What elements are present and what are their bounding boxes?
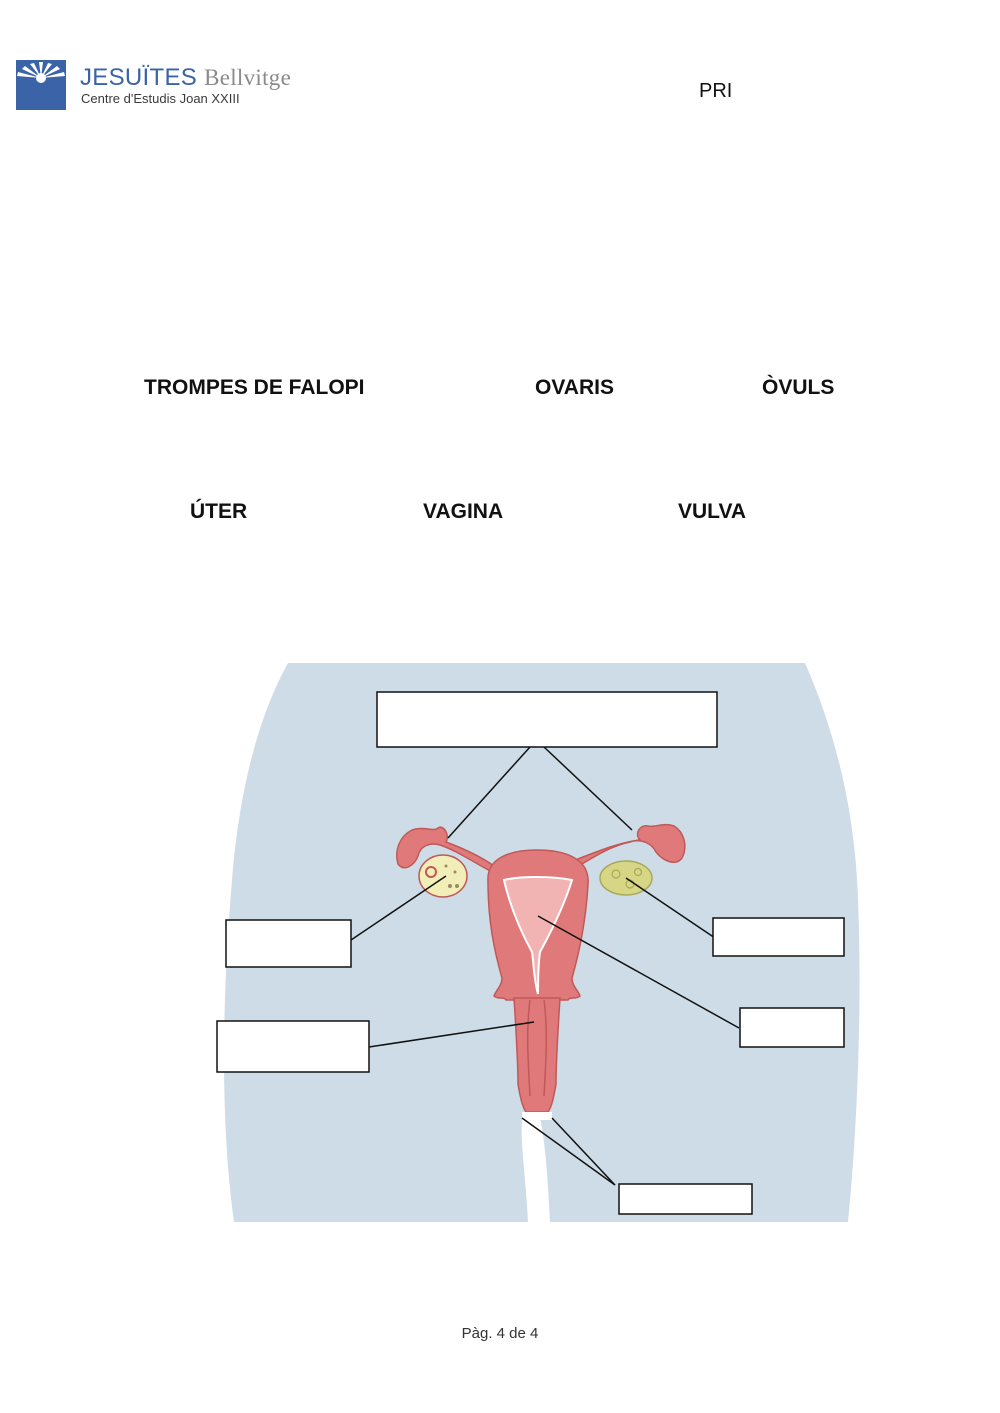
word-uter: ÚTER xyxy=(190,500,248,523)
answer-box-vagina[interactable] xyxy=(216,1020,370,1073)
follicle-dot xyxy=(611,869,621,879)
vulva-opening xyxy=(522,1112,552,1120)
answer-box-uter[interactable] xyxy=(739,1007,845,1048)
answer-box-trompes[interactable] xyxy=(376,691,718,748)
follicle-dot xyxy=(455,884,459,888)
logo-subtitle: Centre d'Estudis Joan XXIII xyxy=(81,91,240,106)
logo-title-main: JESUÏTES xyxy=(80,64,198,91)
answer-box-vulva[interactable] xyxy=(618,1183,753,1215)
word-vagina: VAGINA xyxy=(423,500,504,523)
ovum-left xyxy=(425,866,437,878)
follicle-dot xyxy=(444,864,448,868)
corner-label: PRI xyxy=(699,80,733,102)
leader-lines xyxy=(350,746,740,1186)
uterine-cavity xyxy=(502,876,574,995)
page-number: Pàg. 4 de 4 xyxy=(461,1325,539,1342)
school-logo: JESUÏTES Bellvitge Centre d'Estudis Joan… xyxy=(16,60,291,115)
follicle-dot xyxy=(453,870,457,874)
word-ovuls: ÒVULS xyxy=(762,376,835,399)
vaginal-canal xyxy=(526,999,548,1097)
logo-title-secondary: Bellvitge xyxy=(204,65,292,90)
fallopian-tube-left xyxy=(396,826,495,874)
follicle-dot xyxy=(448,884,452,888)
answer-box-ovari[interactable] xyxy=(712,917,845,957)
fallopian-tube-right xyxy=(569,823,686,872)
word-vulva: VULVA xyxy=(678,500,747,523)
word-ovaris: OVARIS xyxy=(535,376,614,399)
vagina xyxy=(513,997,561,1113)
ovary-left xyxy=(418,854,468,898)
sunburst-logo-icon xyxy=(16,60,66,110)
word-trompes: TROMPES DE FALOPI xyxy=(144,376,365,399)
logo-title: JESUÏTES Bellvitge xyxy=(80,64,291,92)
answer-box-ovul[interactable] xyxy=(225,919,352,968)
follicle-dot xyxy=(633,867,643,877)
